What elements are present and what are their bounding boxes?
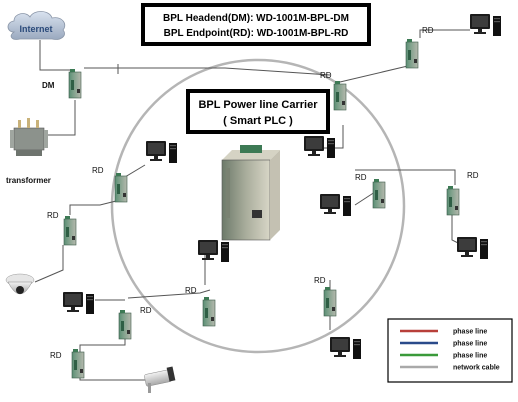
legend: phase line phase line phase line network ca…	[387, 318, 513, 383]
internet-label: Internet	[19, 24, 52, 34]
transformer-label: transformer	[6, 176, 51, 185]
legend-label: phase line	[453, 341, 487, 348]
smart-plc-device	[221, 145, 280, 241]
rd-label: RD	[47, 211, 59, 220]
pc-icon	[63, 292, 94, 314]
rd-device	[71, 348, 85, 379]
center-label-box: BPL Power line Carrier ( Smart PLC )	[186, 89, 330, 134]
legend-label: network cable	[453, 365, 500, 372]
rd-label: RD	[185, 286, 197, 295]
rd-device	[372, 178, 386, 209]
rd-device	[446, 185, 460, 216]
pc-icon	[198, 240, 229, 262]
endpoint-model-label: BPL Endpoint(RD): WD-1001M-BPL-RD	[164, 28, 349, 39]
transformer-icon: transformer	[6, 118, 51, 185]
pc-icon	[320, 194, 351, 216]
dm-label: DM	[42, 81, 55, 90]
rd-device	[405, 38, 419, 69]
power-line-ring	[110, 58, 406, 354]
headend-model-label: BPL Headend(DM): WD-1001M-BPL-DM	[163, 13, 349, 24]
rd-label: RD	[92, 166, 104, 175]
rd-device	[202, 296, 216, 327]
legend-label: phase line	[453, 329, 487, 336]
center-subtitle: ( Smart PLC )	[223, 115, 293, 127]
pc-icon	[330, 337, 361, 359]
center-title: BPL Power line Carrier	[198, 99, 318, 111]
rd-label: RD	[320, 71, 332, 80]
rd-device	[63, 215, 77, 246]
rd-device	[114, 172, 128, 203]
rd-device	[333, 80, 347, 111]
pc-icon	[457, 237, 488, 259]
pc-icon	[146, 141, 177, 163]
rd-label: RD	[422, 26, 434, 35]
rd-device	[118, 309, 132, 340]
rd-label: RD	[50, 351, 62, 360]
pc-icon	[470, 14, 501, 36]
rd-label: RD	[140, 306, 152, 315]
dome-camera-icon	[5, 273, 35, 295]
bullet-camera-icon	[144, 366, 176, 393]
pc-icon	[304, 136, 335, 158]
header-box: BPL Headend(DM): WD-1001M-BPL-DM BPL End…	[141, 3, 371, 46]
rd-label: RD	[467, 171, 479, 180]
legend-label: phase line	[453, 353, 487, 360]
internet-cloud: Internet	[7, 11, 66, 40]
rd-label: RD	[314, 276, 326, 285]
rd-label: RD	[355, 173, 367, 182]
rd-device	[323, 286, 337, 317]
dm-device: DM	[42, 68, 82, 99]
